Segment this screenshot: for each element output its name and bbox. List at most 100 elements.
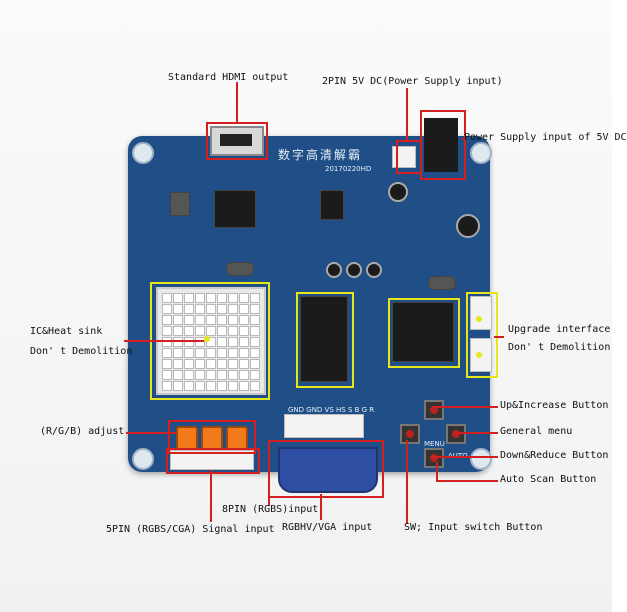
auto-line-v (436, 462, 438, 482)
heatsink-fin (206, 304, 216, 314)
heatsink-fin (184, 381, 194, 391)
heatsink-fin (195, 315, 205, 325)
heatsink-fin (239, 326, 249, 336)
down-reduce-button[interactable] (424, 448, 444, 468)
auto-label: Auto Scan Button (500, 474, 597, 485)
heatsink-fin (228, 293, 238, 303)
heatsink-fin (173, 359, 183, 369)
down-line (432, 456, 498, 458)
five-pin-callout-box (166, 448, 260, 474)
heatsink-fin (239, 304, 249, 314)
heatsink-fin (206, 348, 216, 358)
rgb-adjust-line (126, 432, 176, 434)
capacitor (366, 262, 382, 278)
heatsink-fin (250, 348, 260, 358)
heatsink-fin (195, 348, 205, 358)
crystal (170, 192, 190, 216)
vga-port (278, 447, 378, 493)
heatsink-fin (162, 315, 172, 325)
vga-label: RGBHV/VGA input (282, 522, 373, 533)
capacitor (346, 262, 362, 278)
heatsink-fin (228, 304, 238, 314)
heatsink-fin (206, 370, 216, 380)
heatsink-fin (173, 326, 183, 336)
heatsink-fin (195, 304, 205, 314)
hdmi-label: Standard HDMI output (168, 72, 289, 83)
heatsink-fin (239, 359, 249, 369)
menu-button[interactable] (446, 424, 466, 444)
auto-line (436, 480, 498, 482)
heatsink-fin (195, 326, 205, 336)
heatsink-fin (173, 381, 183, 391)
heatsink-fin (173, 304, 183, 314)
heatsink-fin (173, 337, 183, 347)
heatsink-fin (217, 304, 227, 314)
heatsink-fin (206, 381, 216, 391)
upgrade-highlight (466, 292, 498, 378)
pin8-label: 8PIN (RGBS)input (222, 504, 319, 515)
heatsink-fin (228, 337, 238, 347)
heatsink-fin (239, 315, 249, 325)
mount-hole (470, 142, 492, 164)
capacitor (388, 182, 408, 202)
ram-highlight (296, 292, 354, 388)
heatsink-fin (162, 359, 172, 369)
heatsink-fin (173, 293, 183, 303)
dc2pin-callout-box (396, 140, 422, 174)
capacitor (456, 214, 480, 238)
heatsink-fin (250, 293, 260, 303)
board-date: 20170220HD (325, 165, 372, 173)
hdmi-line (236, 82, 238, 124)
heatsink-fin (217, 293, 227, 303)
heatsink-fin (228, 348, 238, 358)
two-pin-connector (392, 146, 416, 168)
heatsink-fin (173, 348, 183, 358)
heatsink-fin (206, 337, 216, 347)
sw-input-button[interactable] (400, 424, 420, 444)
up-increase-button[interactable] (424, 400, 444, 420)
eight-pin-connector (284, 414, 364, 438)
heatsink-fin (217, 326, 227, 336)
heatsink-fin (250, 337, 260, 347)
pot-callout-box (168, 420, 256, 454)
dc2pin-label: 2PIN 5V DC(Power Supply input) (322, 76, 503, 87)
heatsink-fin (195, 293, 205, 303)
heatsink-fin (228, 326, 238, 336)
heatsink-fin (184, 370, 194, 380)
heat-sink (156, 287, 266, 395)
heatsink-fin (239, 337, 249, 347)
vga-callout-box (268, 440, 384, 498)
heatsink-fin (184, 304, 194, 314)
upgrade-label-1: Upgrade interface (508, 324, 611, 335)
menu-line (454, 432, 498, 434)
up-line (432, 406, 498, 408)
pin-row-label: GND GND VS HS S B G R (288, 406, 375, 414)
heatsink-fin (162, 370, 172, 380)
upgrade-label-2: Don' t Demolition (508, 342, 611, 353)
heatsink-fin (173, 370, 183, 380)
mount-hole (470, 448, 492, 470)
heatsink-fin (195, 337, 205, 347)
heatsink-fin (195, 381, 205, 391)
heatsink-fin (239, 348, 249, 358)
heatsink-fin (162, 293, 172, 303)
heatsink-fin (206, 293, 216, 303)
vga-line (320, 494, 322, 520)
upgrade-line (494, 336, 504, 338)
heatsink-fin (162, 348, 172, 358)
rgb-adjust-label: (R/G/B) adjust (40, 426, 125, 437)
board-title: 数字高清解霸 (278, 148, 363, 162)
hdmi-chip (214, 190, 256, 228)
heatsink-fin (239, 293, 249, 303)
heatsink-fin (250, 370, 260, 380)
heatsink-fin (250, 359, 260, 369)
heatsink-fin (162, 337, 172, 347)
heatsink-fin (217, 348, 227, 358)
heatsink-fin (184, 326, 194, 336)
heatsink-fin (250, 315, 260, 325)
down-label: Down&Reduce Button (500, 450, 609, 461)
heatsink-fin (250, 326, 260, 336)
heatsink-fin (195, 370, 205, 380)
ic-highlight (388, 298, 460, 368)
power-callout-box (420, 110, 466, 180)
